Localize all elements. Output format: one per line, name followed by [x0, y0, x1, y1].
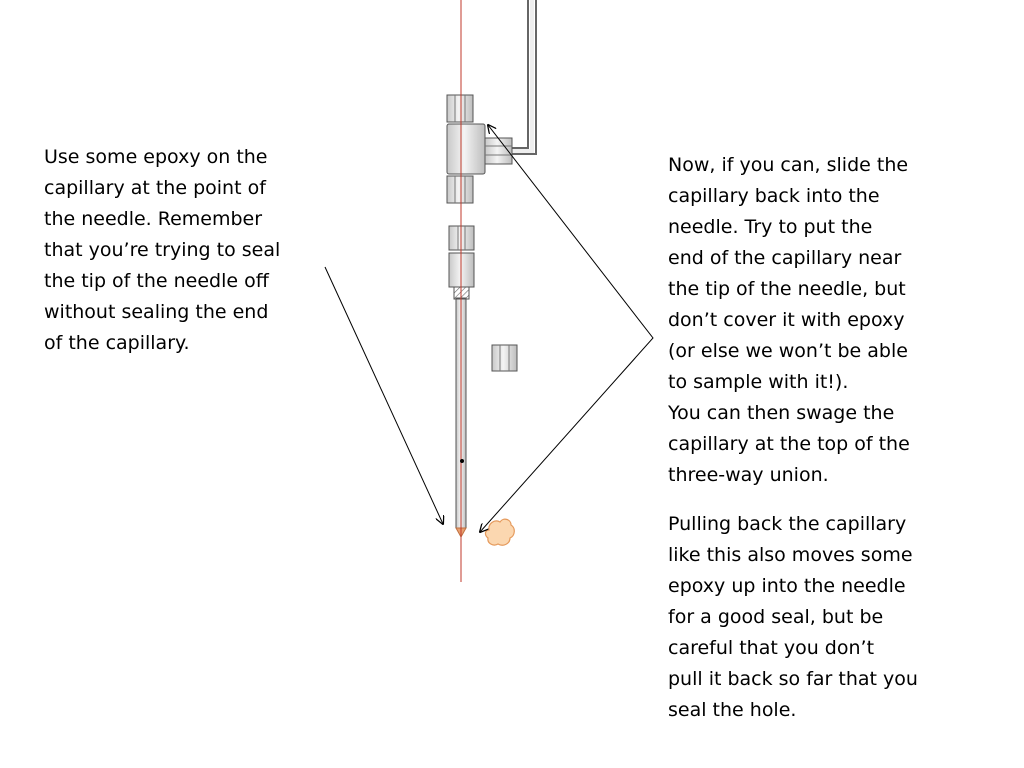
three-way-union — [446, 123, 486, 175]
epoxy-blob — [484, 518, 515, 546]
instruction-text-left: Use some epoxy on the capillary at the p… — [44, 146, 281, 354]
arrow-left-to-needle-tip — [324, 266, 443, 524]
needle-side-hole — [460, 459, 464, 463]
top-ferrule — [446, 94, 474, 123]
side-tubing — [510, 0, 537, 155]
instruction-text-right-top: Now, if you can, slide the capillary bac… — [668, 154, 910, 486]
bottom-ferrule — [446, 175, 474, 204]
spare-ferrule — [491, 344, 518, 372]
instruction-text-right-bottom: Pulling back the capillary like this als… — [668, 513, 918, 721]
lower-ferrule — [448, 225, 475, 251]
arrow-right-to-union-and-tip — [480, 125, 654, 532]
